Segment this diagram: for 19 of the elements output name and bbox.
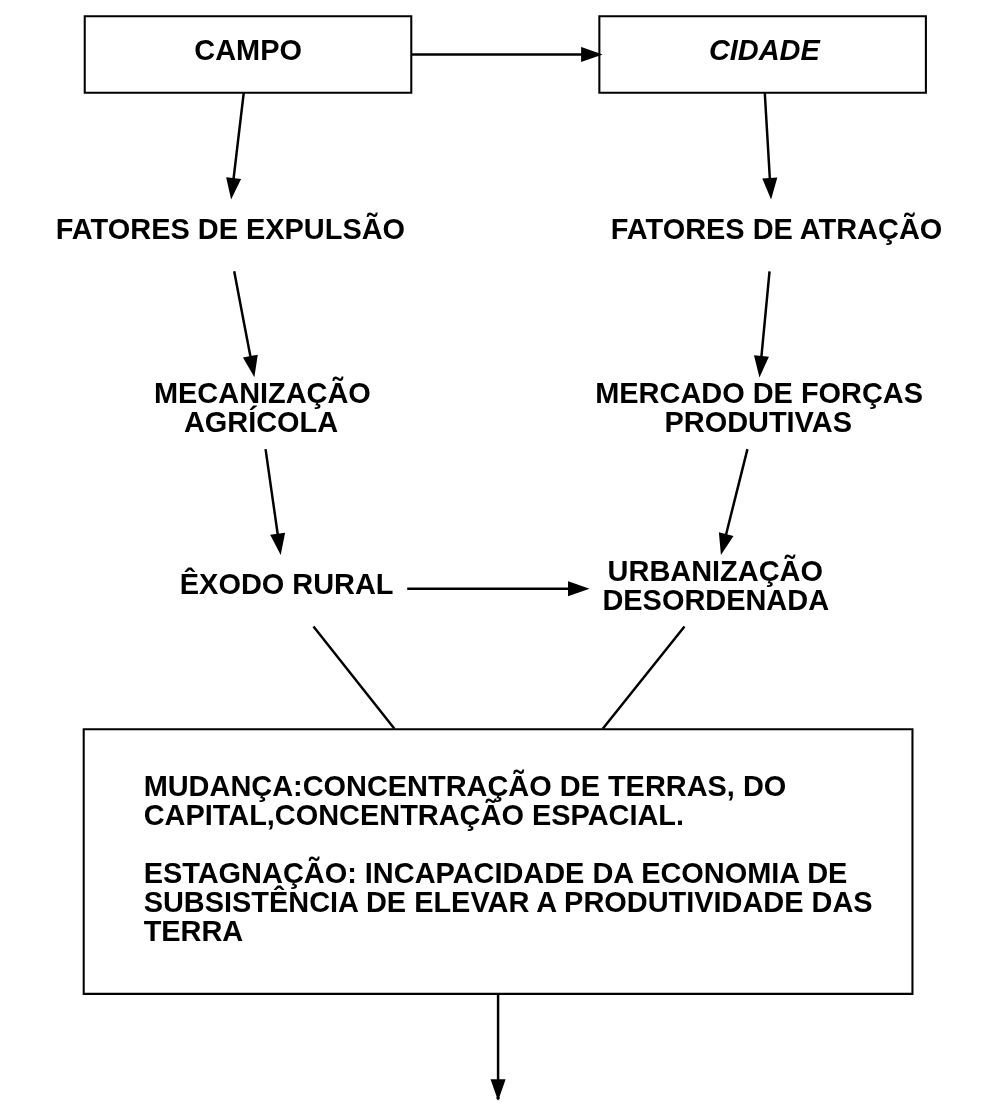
node-text: MERCADO DE FORÇAS PRODUTIVAS [594, 377, 923, 439]
arrow [718, 448, 749, 556]
node-box: CIDADE [597, 15, 927, 94]
connector [601, 625, 685, 730]
arrow [263, 448, 285, 556]
node-text: FATORES DE EXPULSÃO [55, 212, 405, 245]
arrow [753, 271, 771, 378]
node-text: ÊXODO RURAL [179, 568, 394, 601]
node-box: CAMPO [83, 15, 412, 94]
connector [312, 625, 395, 730]
arrow [225, 92, 245, 200]
arrow [232, 271, 258, 378]
arrow [761, 92, 777, 200]
node-text: FATORES DE ATRAÇÃO [610, 212, 942, 245]
arrow [406, 581, 590, 597]
node-text: URBANIZAÇÃO DESORDENADA [601, 554, 829, 616]
node-box: MUDANÇA:CONCENTRAÇÃO DE TERRAS, DO CAPITAL,CONCENTRAÇÃO ESPACIAL. ESTAGNAÇÃO: INCAPACIDADE DA ECONOMIA DE SUBSISTÊNCIA DE ELEVAR A PRODUTIVIDADE DAS TERRA [82, 728, 913, 995]
arrow [411, 47, 603, 63]
node-text: MECANIZAÇÃO AGRÍCOLA [153, 377, 371, 439]
